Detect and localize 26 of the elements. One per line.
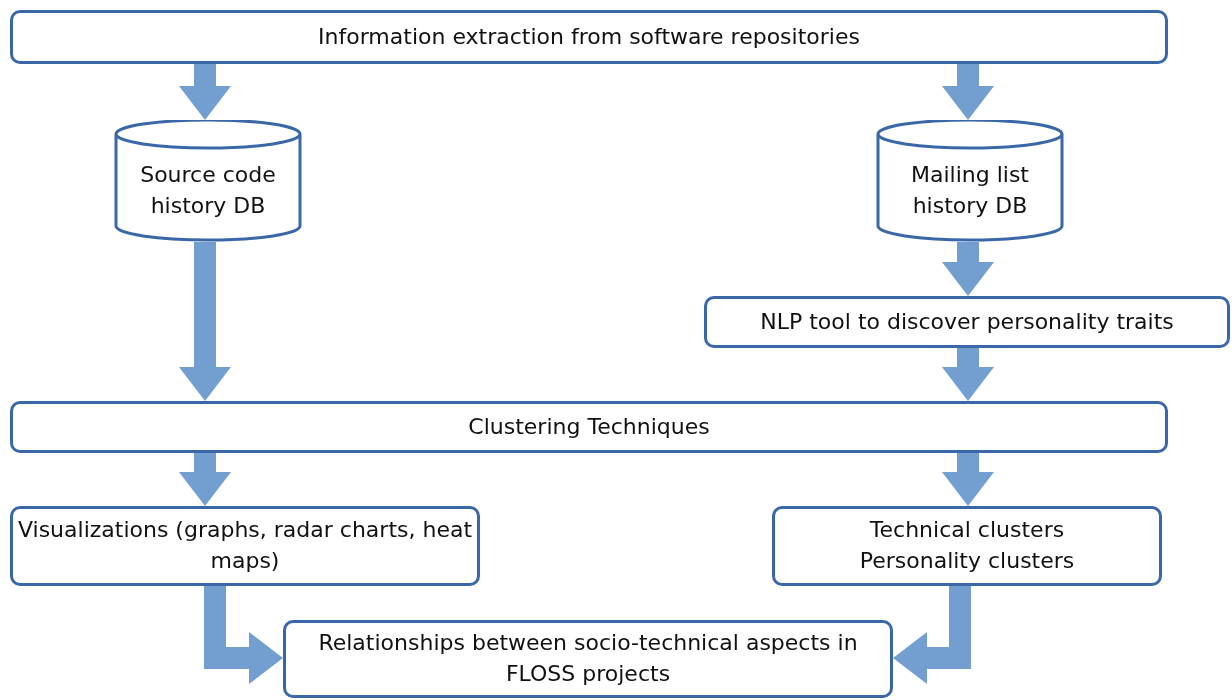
block-arrow bbox=[942, 348, 994, 401]
process-box bbox=[10, 506, 480, 586]
block-arrow bbox=[179, 64, 231, 120]
process-box bbox=[772, 506, 1162, 586]
node-text: Relationships between socio-technical aspects in FLOSS projects bbox=[317, 629, 859, 688]
block-arrow bbox=[204, 586, 283, 684]
node-text: Source code history DB bbox=[139, 161, 277, 220]
block-arrow bbox=[893, 586, 971, 684]
node-text: Mailing list history DB bbox=[910, 161, 1030, 220]
process-box bbox=[10, 401, 1168, 453]
node-text: NLP tool to discover personality traits bbox=[760, 307, 1174, 336]
block-arrow bbox=[942, 453, 994, 506]
block-arrow bbox=[179, 242, 231, 401]
process-box bbox=[704, 296, 1230, 348]
database-cylinder bbox=[876, 120, 1064, 242]
node-text: Information extraction from software repositories bbox=[318, 22, 860, 51]
node-text: Clustering Techniques bbox=[468, 412, 710, 441]
node-text: Technical clusters bbox=[869, 516, 1065, 545]
block-arrow bbox=[179, 453, 231, 506]
block-arrow bbox=[942, 64, 994, 120]
process-box bbox=[10, 10, 1168, 64]
process-box bbox=[283, 620, 893, 698]
node-text: Personality clusters bbox=[859, 547, 1075, 575]
block-arrow bbox=[942, 242, 994, 296]
database-cylinder bbox=[114, 120, 302, 242]
node-text: Visualizations (graphs, radar charts, heat maps) bbox=[16, 516, 474, 575]
